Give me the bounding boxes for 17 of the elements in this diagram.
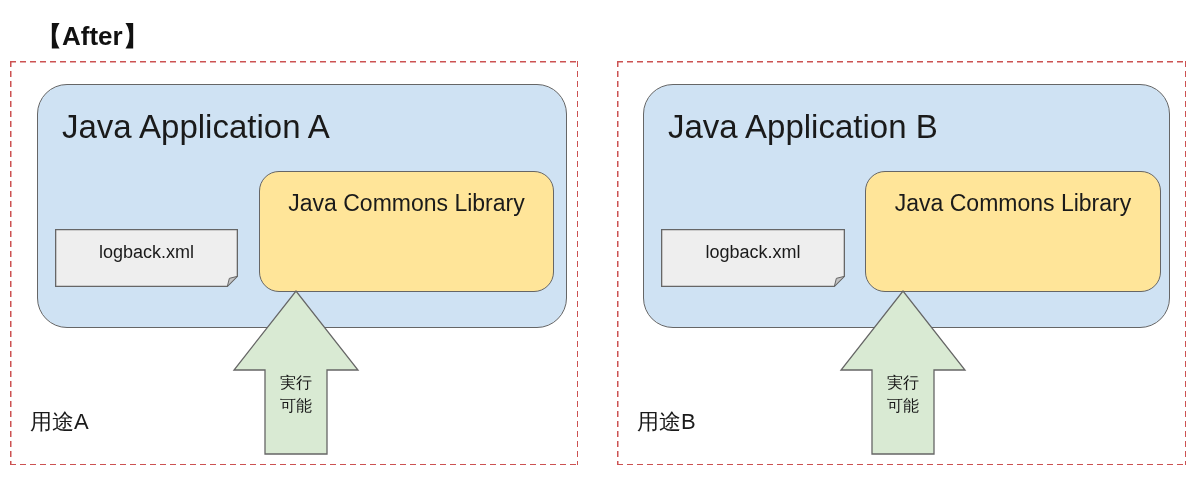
edge-label: 実行可能 [886,373,920,416]
application-box [37,84,567,328]
library-box: Java Commons Library [865,171,1161,292]
region-label: 用途A [30,408,89,436]
document-box: logback.xml [55,229,238,287]
document-box: logback.xml [661,229,845,287]
dashed-region [10,61,578,465]
library-box: Java Commons Library [259,171,554,292]
title: 【After】 [36,20,149,52]
block-arrow [232,289,360,455]
block-arrow [839,289,967,455]
app-title: Java Application B [668,108,938,146]
edge-label: 実行可能 [279,373,313,416]
app-title: Java Application A [62,108,330,146]
dashed-region [617,61,1186,465]
application-box [643,84,1170,328]
region-label: 用途B [637,408,696,436]
